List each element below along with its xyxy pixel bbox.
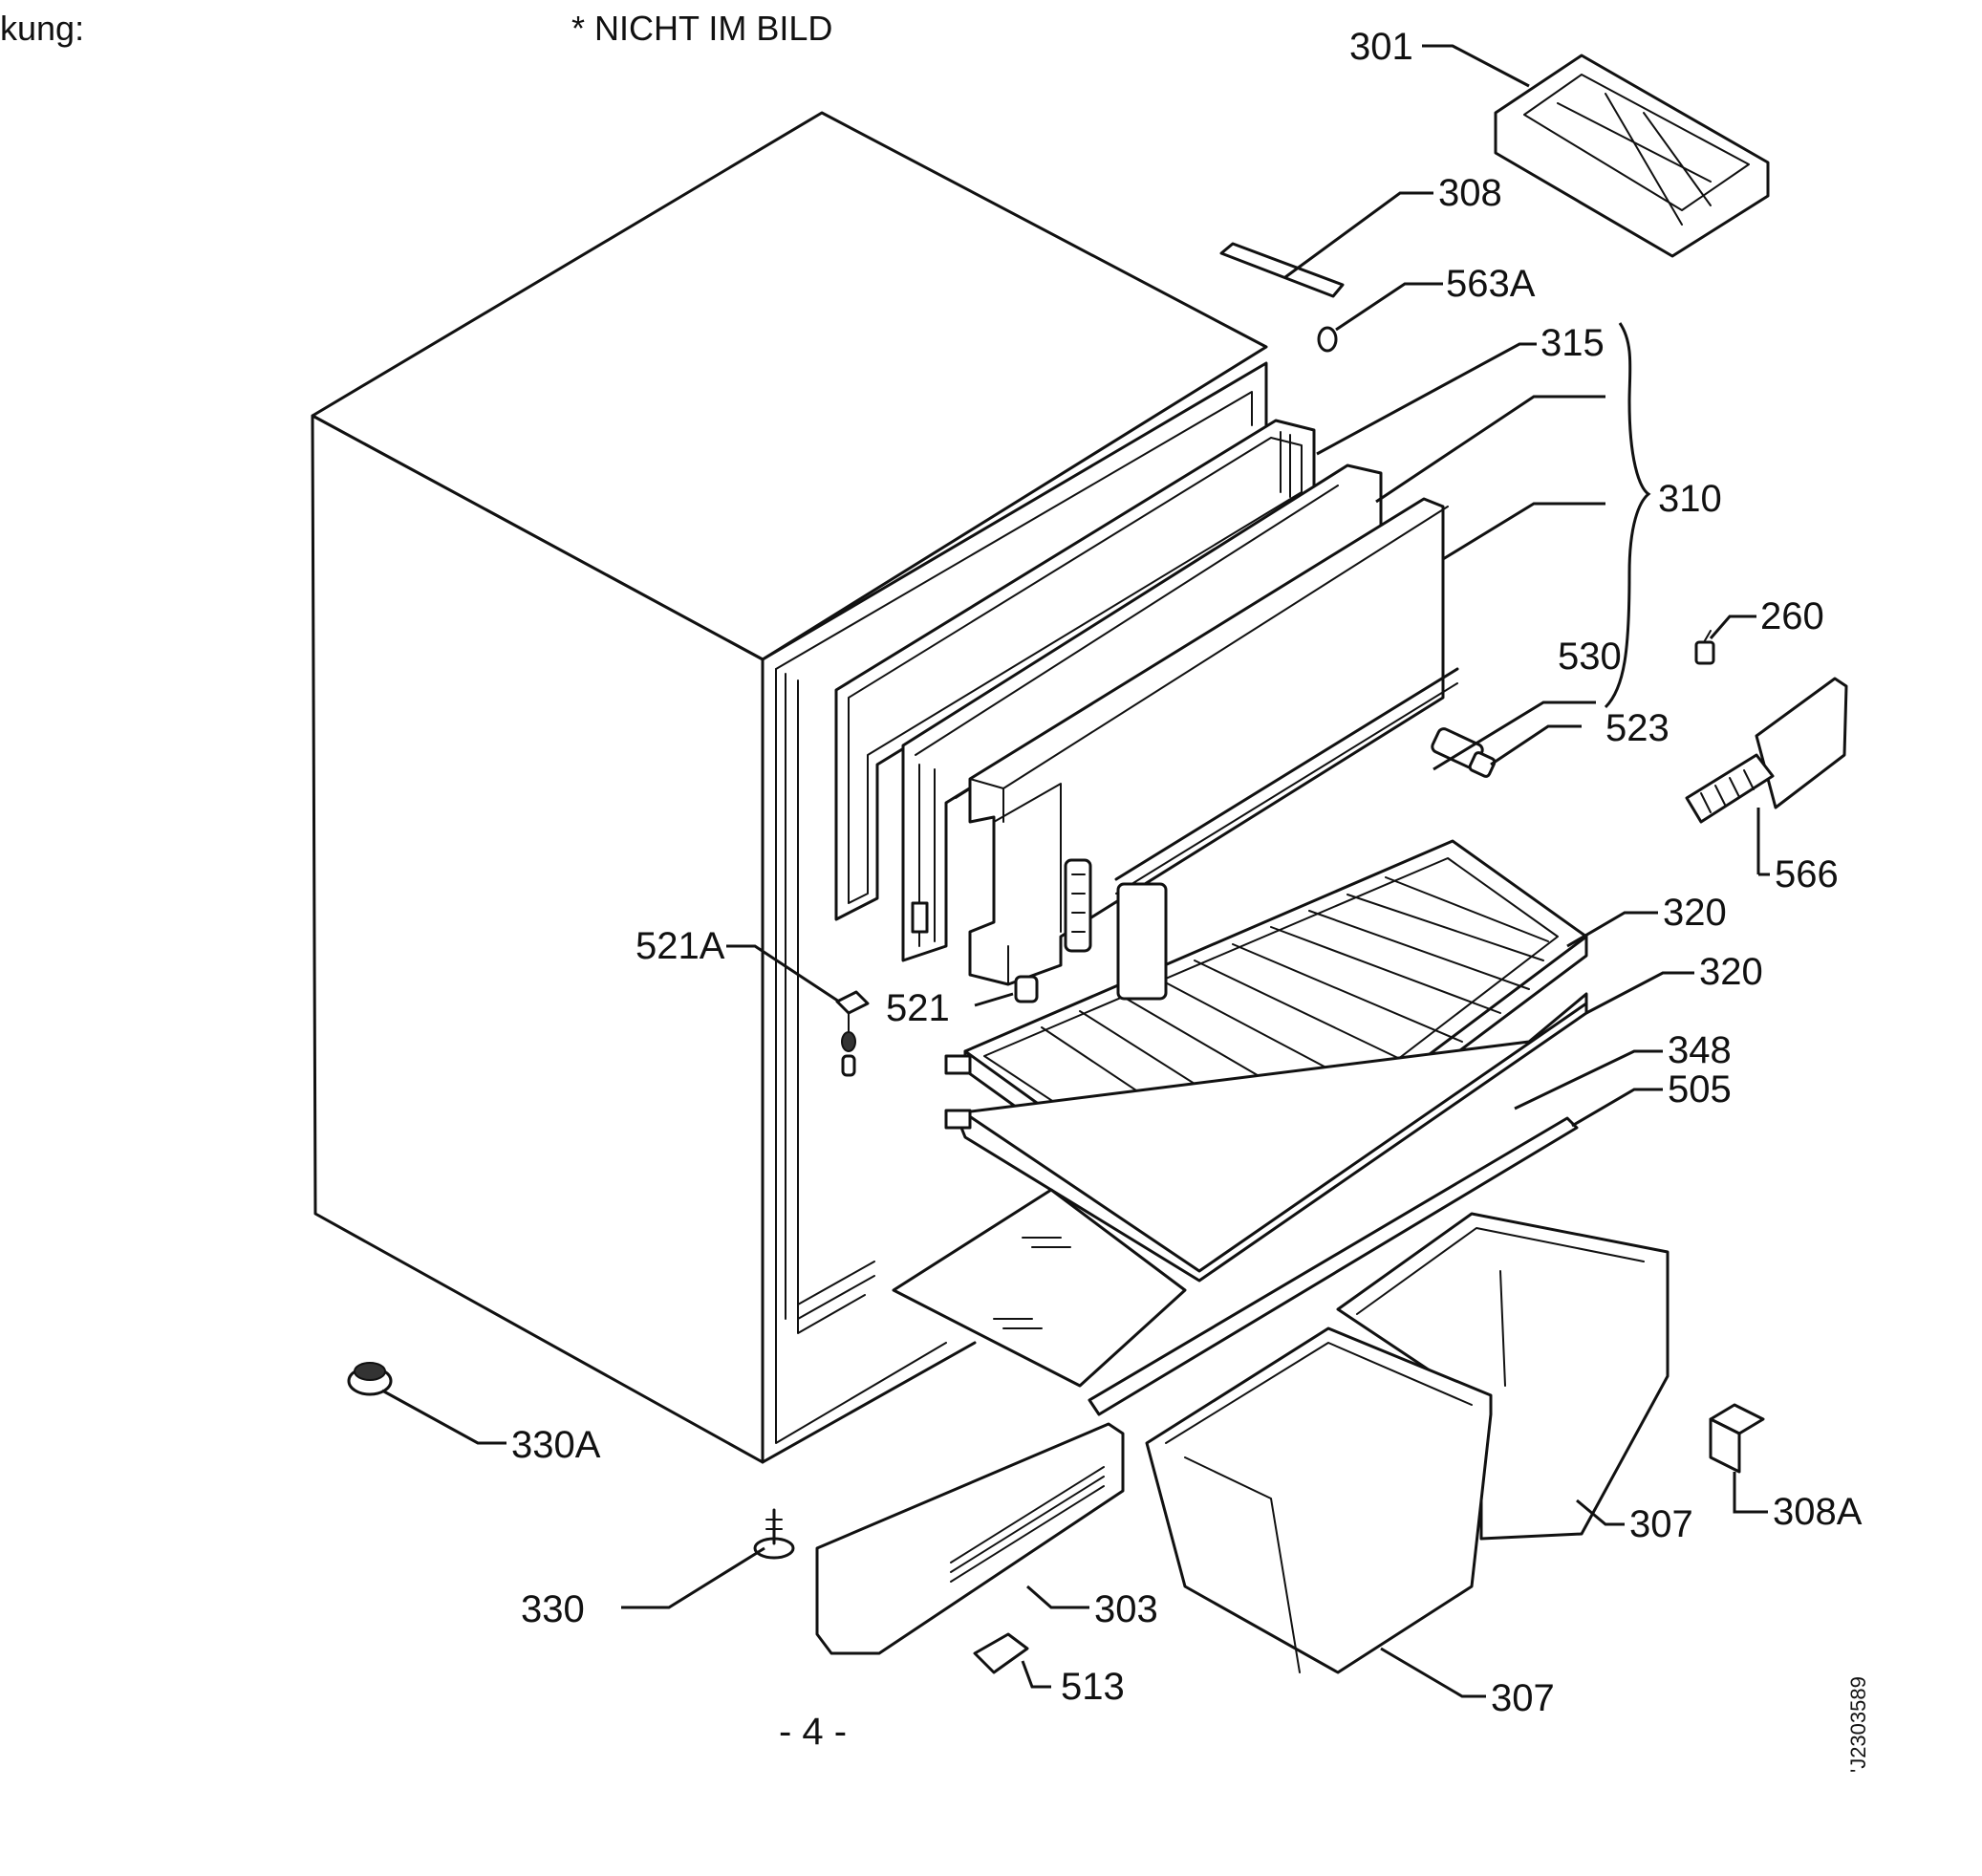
label-320-upper: 320 [1663,892,1727,934]
part-labels: 301 308 563A 315 310 260 530 523 566 320… [511,26,1863,1719]
header-left-text: kung: [0,9,84,48]
part-260-clip [1694,630,1715,665]
label-523: 523 [1605,707,1670,749]
part-513-hinge-cover [973,1632,1029,1674]
part-308-hinge [1219,242,1345,298]
label-563a: 563A [1446,263,1536,305]
part-530-shelf-edge [1114,667,1459,895]
label-307-front: 307 [1491,1677,1555,1719]
label-307-rear: 307 [1629,1503,1693,1545]
label-308a: 308A [1773,1491,1863,1533]
label-260: 260 [1760,595,1824,637]
label-310: 310 [1658,478,1722,520]
label-566: 566 [1775,853,1839,895]
label-308: 308 [1438,172,1502,214]
label-330: 330 [521,1588,585,1630]
part-505-strip [1088,1116,1579,1416]
label-521a: 521A [636,925,725,967]
label-330a: 330A [511,1424,601,1466]
label-530: 530 [1558,636,1622,678]
label-320-lower: 320 [1699,951,1763,993]
label-348: 348 [1668,1029,1732,1071]
part-523-pin [1431,727,1497,778]
label-513: 513 [1061,1666,1125,1708]
document-code: 'J2303589 [1846,1676,1870,1773]
label-301: 301 [1349,26,1413,68]
label-315: 315 [1540,322,1605,364]
freezer-door-front [968,497,1449,986]
part-320-lower-shelf [944,992,1588,1283]
label-521: 521 [886,987,950,1029]
part-330-screw-foot [753,1508,795,1560]
part-308a-bracket [1709,1403,1765,1474]
leader-lines [381,44,1770,1698]
part-307-crisper-front [1145,1326,1493,1674]
label-303: 303 [1094,1588,1158,1630]
cabinet-body [311,111,1268,1464]
part-303-kickplate [815,1422,1125,1655]
part-563a-screw [1317,326,1338,353]
part-521a-latch [835,990,870,1077]
part-566-scraper [1685,677,1848,824]
label-505: 505 [1668,1068,1732,1111]
part-301-ice-tray [1494,54,1770,258]
part-521-catch [1014,975,1039,1003]
header-note: * NICHT IM BILD [571,9,832,48]
page-number: - 4 - [779,1711,847,1753]
part-348-glass-plate [892,1188,1187,1388]
part-330a-foot [347,1362,393,1396]
